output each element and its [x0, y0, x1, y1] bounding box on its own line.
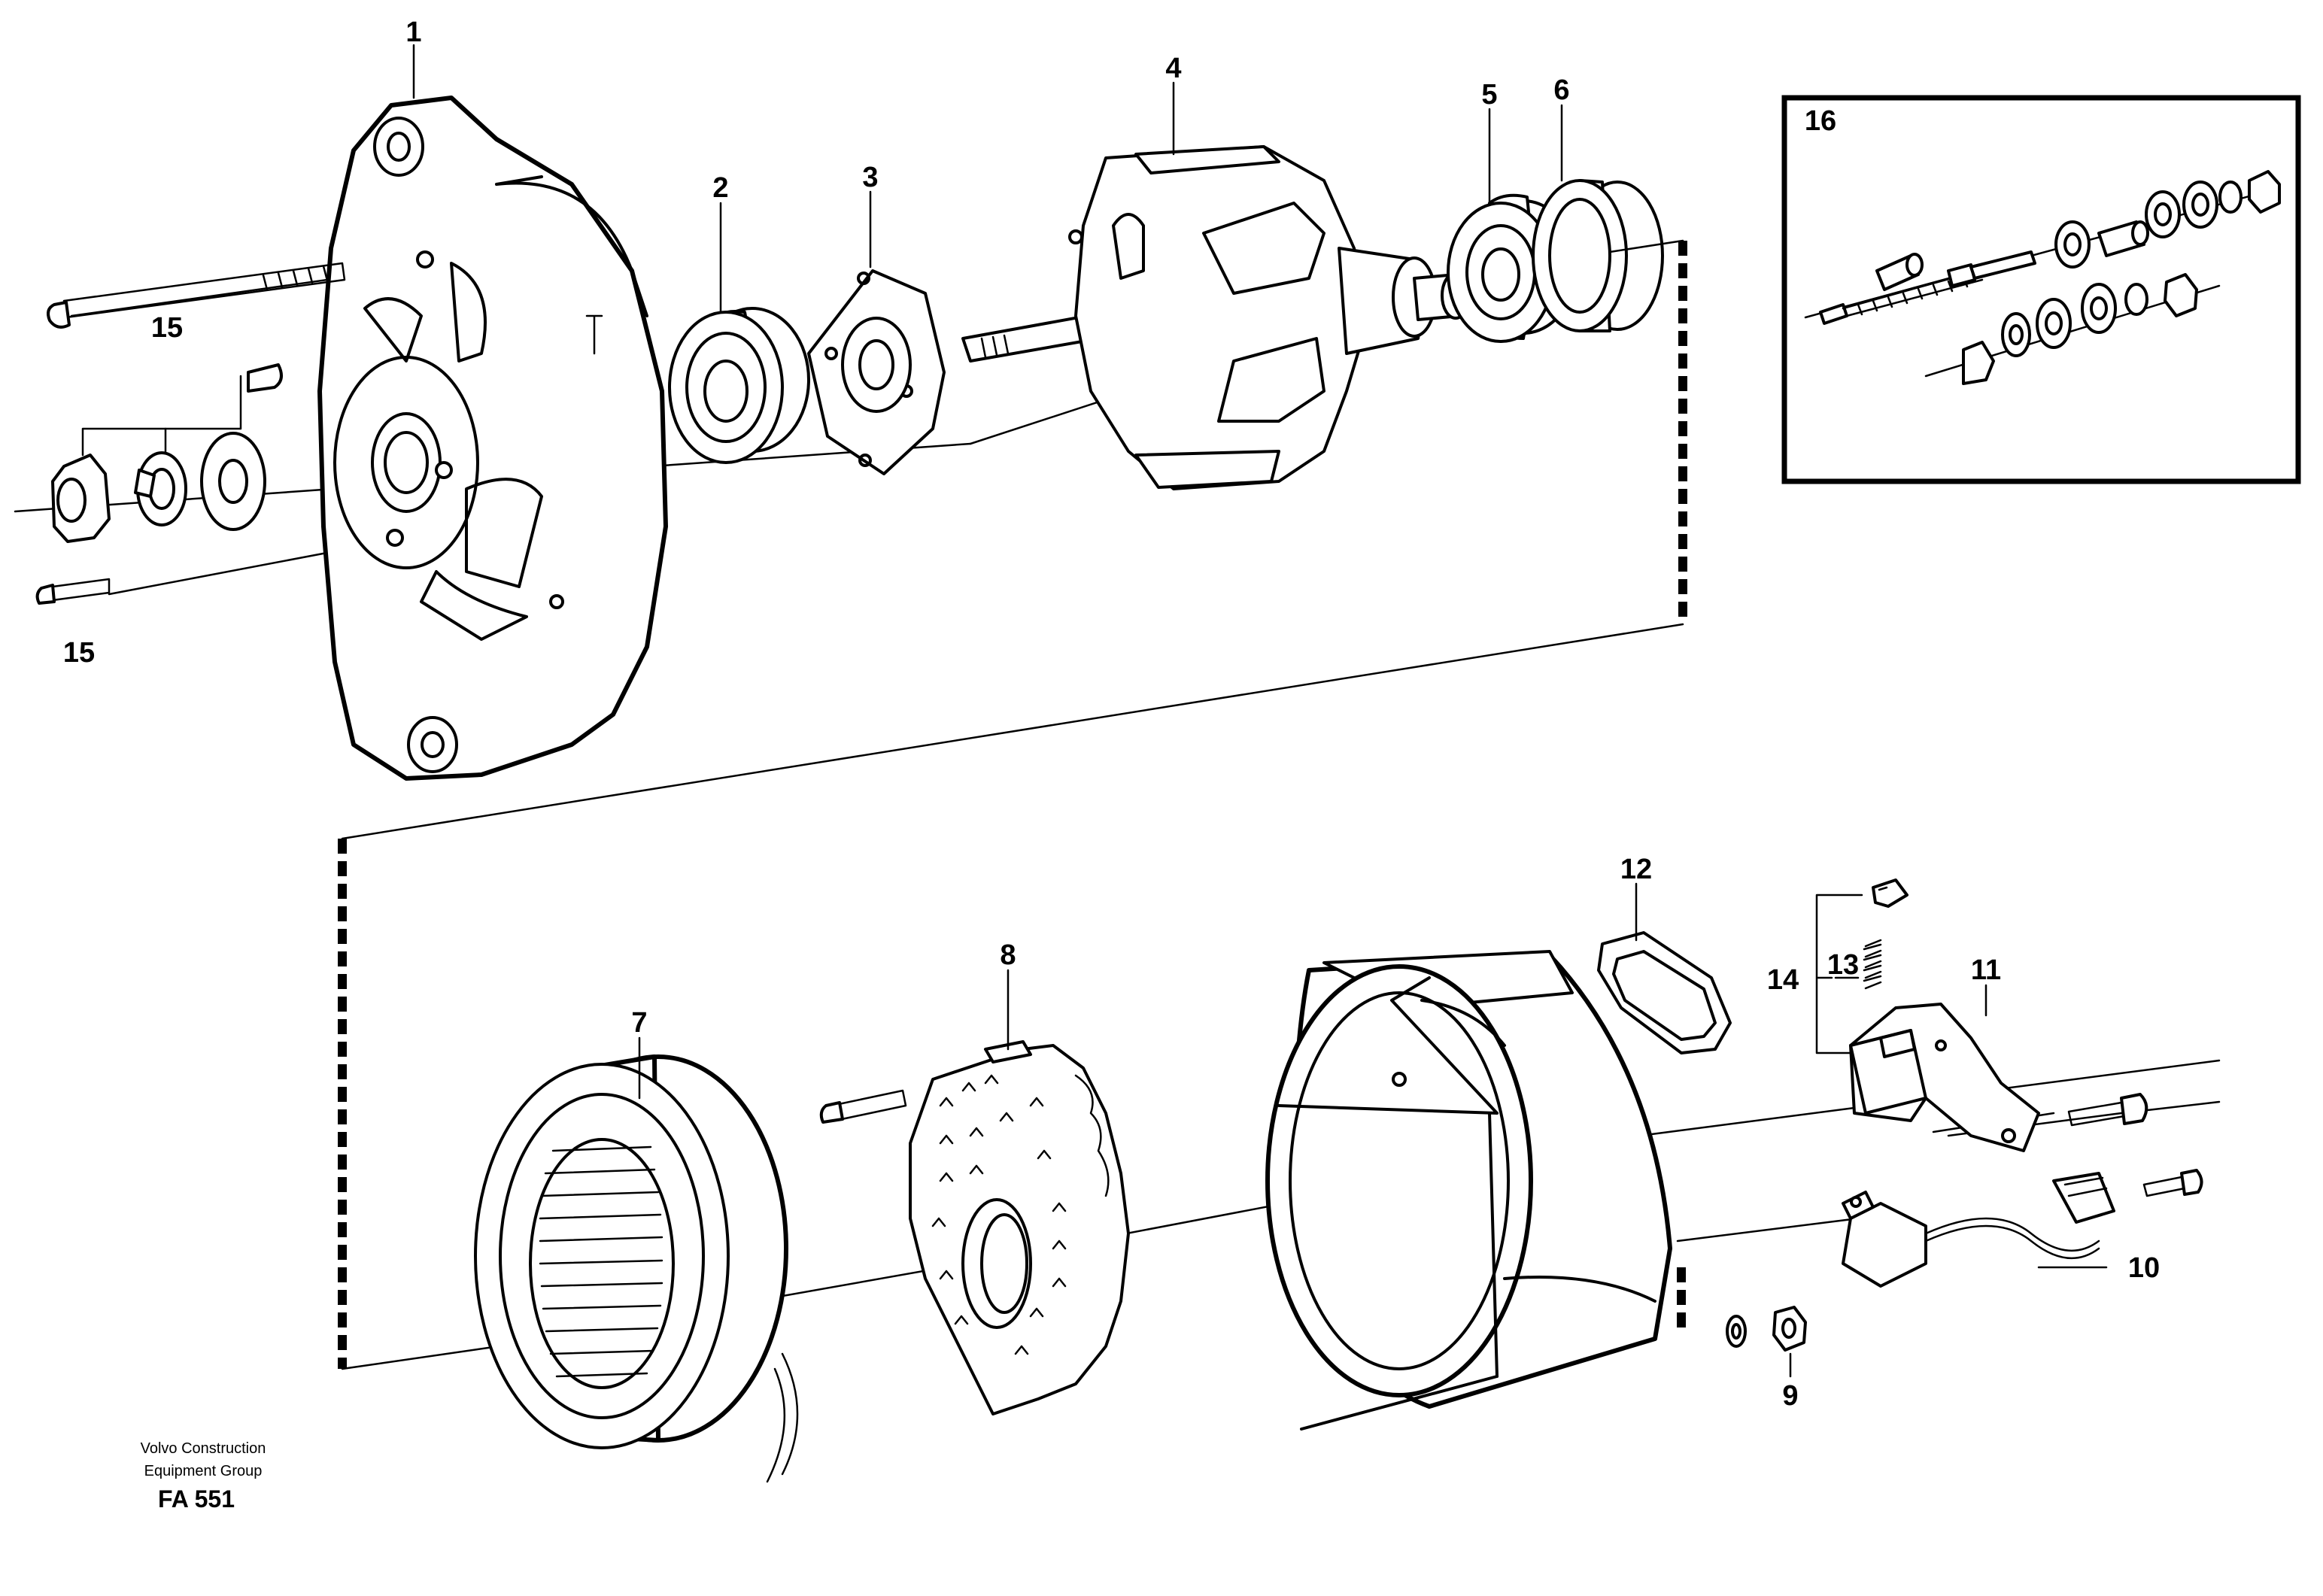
part-3-bearing-plate: [807, 269, 946, 475]
long-bolt: [47, 262, 346, 329]
callout-1: 1: [405, 17, 421, 48]
part-15-nut-washers: [51, 363, 283, 543]
caption: Volvo Construction Equipment Group FA 55…: [141, 1440, 266, 1513]
callout-4: 4: [1165, 53, 1181, 84]
callout-labels: 1 2 3 4 5 6 7 8 9 10 11 12 13 14 15 15 1…: [63, 17, 2160, 1412]
small-screw-14: [1872, 878, 1909, 908]
part-9-nut-washer: [1677, 1267, 1807, 1352]
part-12-gasket: [1597, 931, 1732, 1054]
part-6-ring: [1532, 179, 1664, 332]
callout-13: 13: [1827, 949, 1859, 981]
callout-7: 7: [631, 1007, 647, 1039]
callout-15-lower: 15: [63, 637, 95, 669]
part-11-regulator: [1849, 1003, 2040, 1152]
figure-code: FA 551: [158, 1485, 235, 1513]
callout-3: 3: [862, 162, 878, 193]
callout-16: 16: [1805, 105, 1836, 137]
caption-line1: Volvo Construction: [141, 1440, 266, 1457]
callout-11: 11: [1971, 954, 2001, 986]
part-13-spring: [1863, 939, 1882, 990]
leader-lines: [412, 44, 2108, 1378]
part-7-stator: [474, 1054, 799, 1483]
callout-2: 2: [712, 172, 728, 204]
part-10-cable: [1842, 1169, 2203, 1288]
part-2-bearing: [668, 307, 810, 464]
callout-9: 9: [1782, 1380, 1798, 1412]
dashed-connector-right: [341, 239, 1687, 840]
callout-6: 6: [1553, 74, 1569, 106]
callout-14: 14: [1767, 964, 1799, 996]
rear-housing: [1265, 950, 1672, 1431]
callout-12: 12: [1620, 854, 1652, 885]
callout-8: 8: [1000, 939, 1016, 971]
bracket-14: [1815, 894, 1863, 1054]
caption-line2: Equipment Group: [144, 1463, 263, 1479]
inset-box-16: [1781, 95, 2301, 484]
callout-10: 10: [2128, 1252, 2160, 1284]
part-1-front-housing: [317, 96, 668, 781]
bolt-part-8: [819, 1089, 907, 1124]
part-8-rectifier: [909, 1040, 1130, 1415]
callout-15-upper: 15: [151, 312, 183, 344]
part-4-rotor: [961, 145, 1471, 490]
small-screw: [35, 578, 111, 605]
callout-5: 5: [1481, 79, 1497, 111]
bolt-part-11: [2067, 1093, 2148, 1127]
